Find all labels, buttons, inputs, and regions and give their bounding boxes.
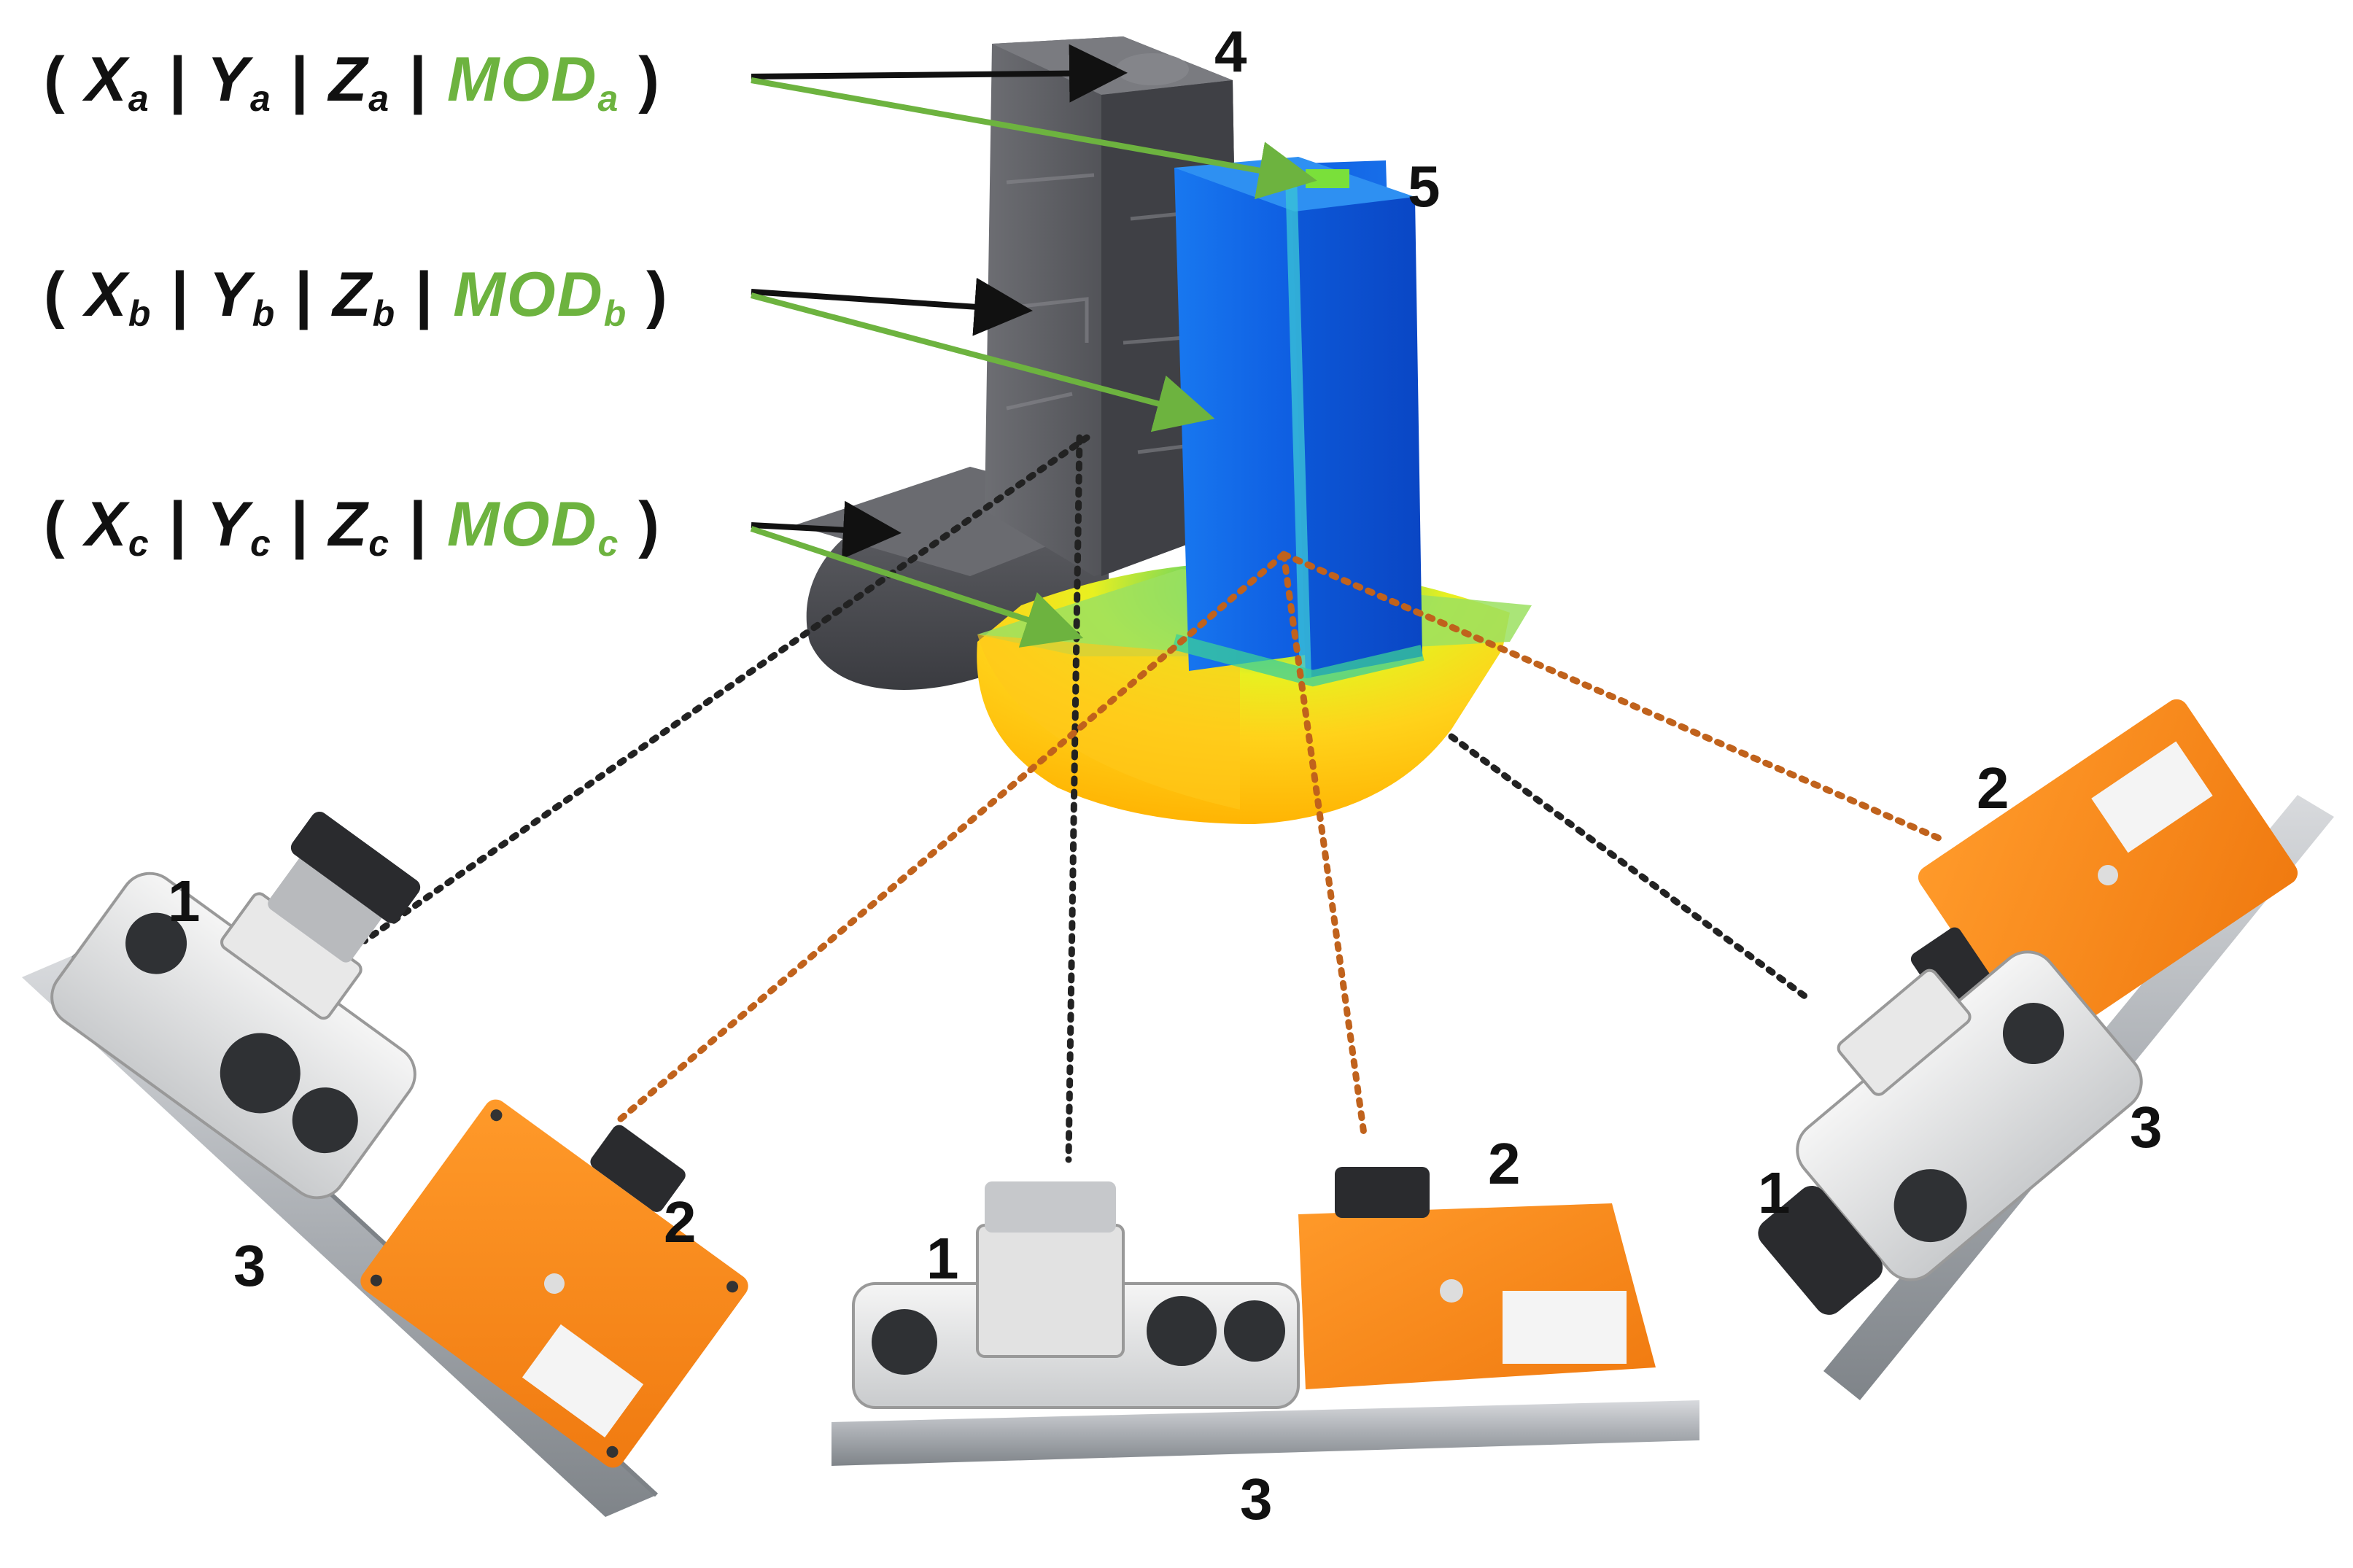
right-camera [1758,950,2143,1315]
measurement-rays [361,434,1944,1163]
callout-2-left: 2 [664,1189,697,1254]
callout-5: 5 [1408,154,1441,219]
ray-black-right [1448,733,1813,1003]
ray-orange-center [1280,551,1368,1138]
left-projector [360,1099,748,1468]
arrow-b-black [751,277,1033,336]
ray-orange-left [616,551,1287,1123]
label-point-b: ( Xb | Yb | Zb | MODb ) [44,260,669,334]
center-camera [852,1181,1300,1409]
right-sensor-rig [1758,699,2334,1400]
callout-3-right: 3 [2130,1095,2163,1160]
center-projector [1298,1167,1656,1389]
ray-black-center [1065,434,1083,1163]
callout-1-center: 1 [926,1226,959,1291]
arrow-a-green [751,77,1317,200]
arrow-b-green [750,292,1215,432]
ray-orange-right [1280,551,1944,842]
callout-3-left: 3 [233,1233,266,1298]
left-sensor-rig [22,811,748,1517]
label-point-c: ( Xc | Yc | Zc | MODc ) [44,489,661,564]
callout-3-center: 3 [1240,1467,1273,1532]
callout-4: 4 [1214,19,1247,84]
arrow-a-black [751,44,1128,103]
point-cloud-object [977,157,1532,824]
left-camera [50,811,421,1200]
arrow-c-green [750,526,1084,648]
label-point-a: ( Xa | Ya | Za | MODa ) [44,44,661,119]
callout-arrows [750,44,1317,648]
callout-2-center: 2 [1488,1131,1521,1196]
ray-black-left [361,434,1090,944]
callout-1-right: 1 [1758,1160,1791,1225]
arrow-c-black [751,500,902,559]
callout-1-left: 1 [168,869,201,934]
center-sensor-rig [832,1167,1699,1466]
callout-2-right: 2 [1977,756,2009,820]
